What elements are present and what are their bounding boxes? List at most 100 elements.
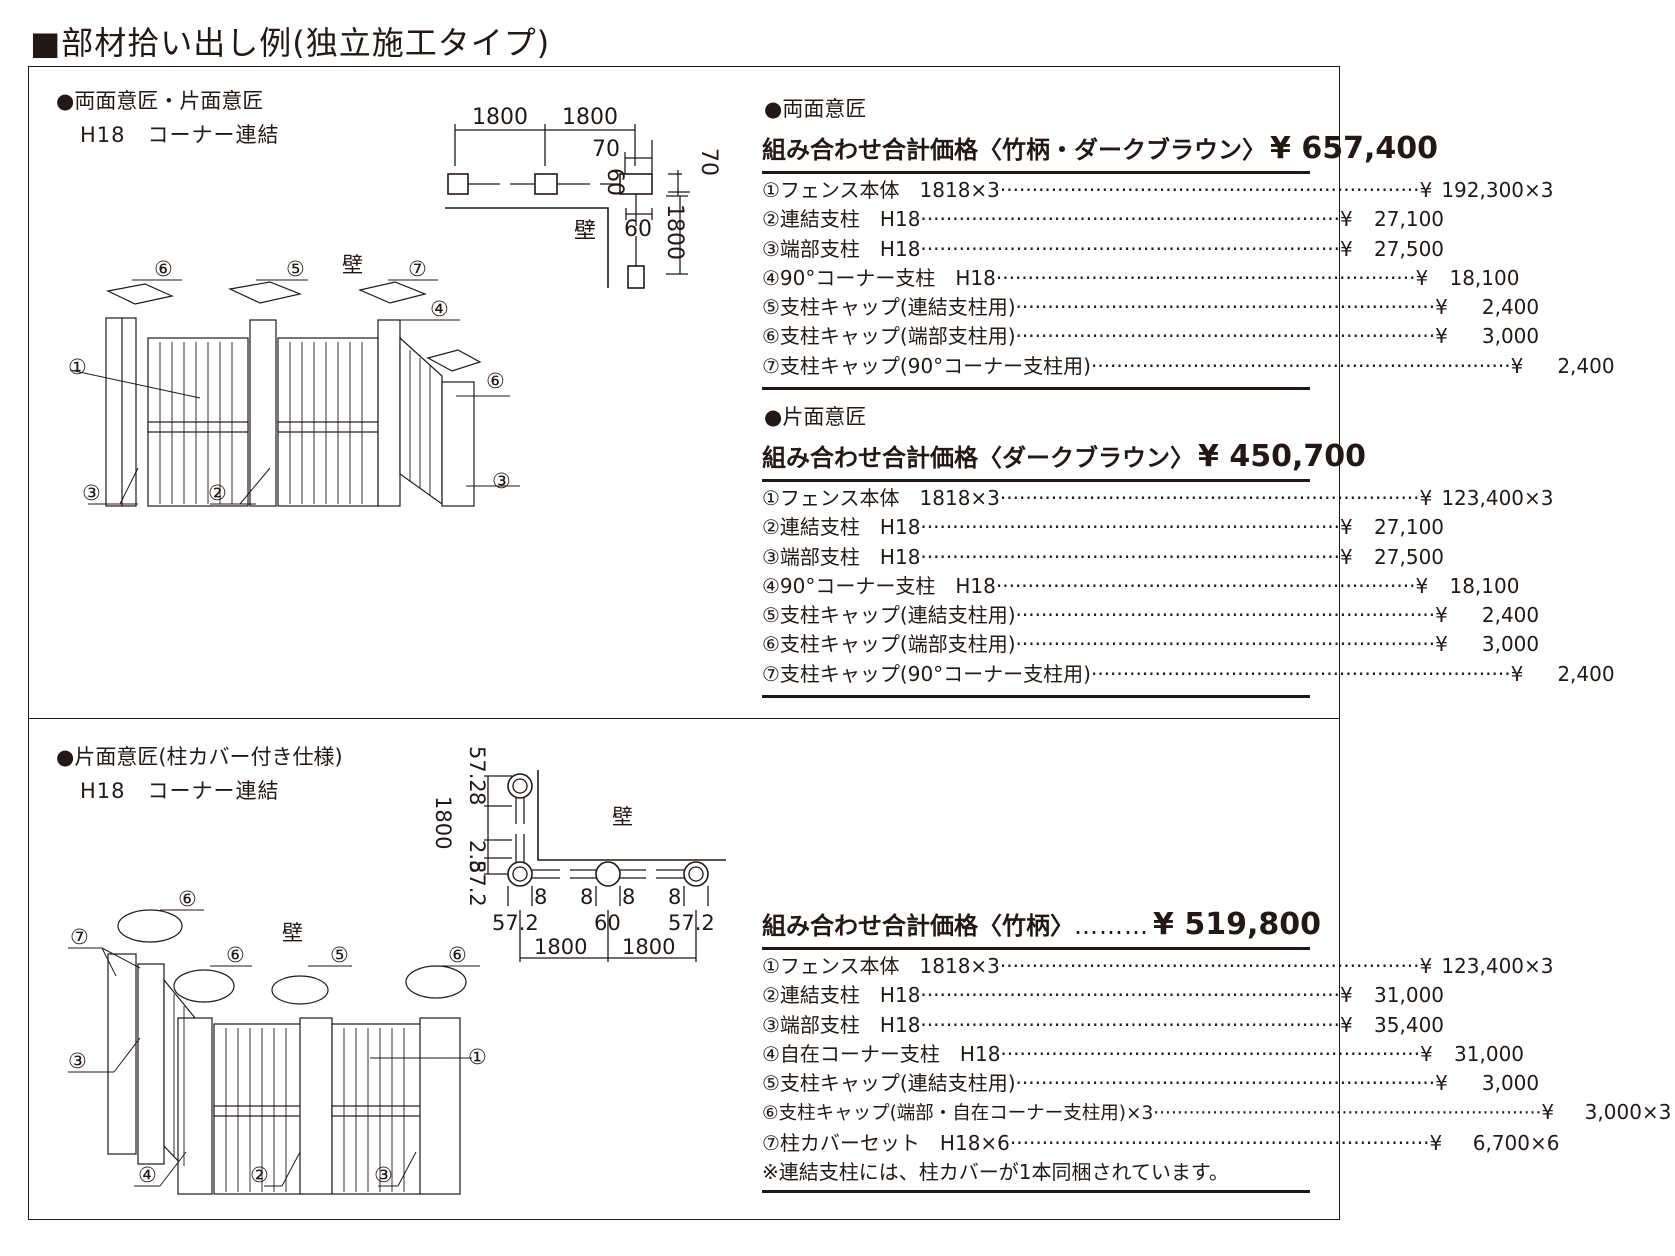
- illust1-callout-5: ⑤: [286, 257, 305, 281]
- plan2-wall-label: 壁: [612, 805, 633, 829]
- illust2-callout-5: ⑤: [330, 943, 349, 967]
- section1-subheading: H18 コーナー連結: [80, 123, 280, 147]
- cover-item-name: ③端部支柱 H18: [762, 1012, 921, 1037]
- cover-item-yen: ¥: [1541, 1100, 1555, 1125]
- illust2-callout-1: ①: [468, 1045, 487, 1069]
- single-item-name: ④90°コーナー支柱 H18: [762, 573, 996, 598]
- cover-item-name: ①フェンス本体 1818×3: [762, 954, 1000, 978]
- single-item-name: ⑦支柱キャップ(90°コーナー支柱用): [762, 661, 1091, 686]
- cover-item-row: ⑤支柱キャップ(連結支柱用)··························…: [762, 1069, 1539, 1098]
- plan2-v-28: 2.8: [465, 840, 489, 873]
- single-item-row: ④90°コーナー支柱 H18··························…: [762, 572, 1519, 601]
- double-item-name: ④90°コーナー支柱 H18: [762, 265, 996, 290]
- single-item-price: 123,400×3: [1441, 486, 1554, 510]
- cover-item-price: 3,000×3: [1584, 1100, 1672, 1125]
- cover-item-name: ②連結支柱 H18: [762, 983, 921, 1008]
- illust2-callout-3b: ③: [374, 1163, 393, 1187]
- double-item-yen: ¥: [1415, 265, 1429, 290]
- plan1-dim-70-top: 70: [592, 137, 620, 162]
- double-item-name: ①フェンス本体 1818×3: [762, 178, 1000, 202]
- single-item-yen: ¥: [1340, 544, 1353, 569]
- content-frame: [28, 66, 1340, 1220]
- illust1-wall-label: 壁: [342, 253, 363, 277]
- double-item-name: ③端部支柱 H18: [762, 236, 921, 261]
- section-divider: [28, 718, 1340, 719]
- single-item-price: 27,500: [1374, 544, 1445, 569]
- cover-item-name: ⑤支柱キャップ(連結支柱用): [762, 1071, 1016, 1096]
- single-item-price: 18,100: [1449, 573, 1520, 598]
- illust2-callout-6b: ⑥: [226, 943, 245, 967]
- plan1-dim-60-a: 60: [602, 168, 627, 196]
- illust2-callout-3a: ③: [68, 1049, 87, 1073]
- double-item-yen: ¥: [1510, 353, 1524, 378]
- single-item-yen: ¥: [1415, 573, 1429, 598]
- double-combo-label: 組み合わせ合計価格〈竹柄・ダークブラウン〉: [762, 136, 1266, 164]
- illust2-callout-6a: ⑥: [178, 887, 197, 911]
- double-item-yen: ¥: [1435, 324, 1448, 349]
- cover-combo-dots: ………: [1074, 912, 1149, 940]
- illust2-wall-label: 壁: [282, 921, 303, 945]
- double-item-yen: ¥: [1435, 295, 1448, 320]
- illust2-callout-2: ②: [250, 1163, 269, 1187]
- illust2-callout-4: ④: [138, 1163, 157, 1187]
- pillar-cover-pricebox: 組み合わせ合計価格〈竹柄〉 ……… ¥ 519,800 ①フェンス本体 1818…: [762, 908, 1671, 1194]
- double-item-name: ⑤支柱キャップ(連結支柱用): [762, 295, 1016, 320]
- cover-item-yen: ¥: [1420, 1041, 1433, 1066]
- double-item-row: ⑦支柱キャップ(90°コーナー支柱用)·····················…: [762, 352, 1615, 381]
- plan2-h-60: 60: [594, 911, 621, 935]
- single-design-heading: ●片面意匠: [764, 405, 867, 429]
- single-item-row: ①フェンス本体 1818×3··························…: [762, 484, 1554, 513]
- single-combo-price: ¥ 450,700: [1198, 439, 1366, 474]
- double-design-heading: ●両面意匠: [764, 97, 867, 121]
- double-item-yen: ¥: [1340, 207, 1353, 232]
- double-item-price: 192,300×3: [1441, 178, 1554, 202]
- plan2-v-572-top: 57.2: [465, 746, 489, 793]
- double-design-pricebox: 組み合わせ合計価格〈竹柄・ダークブラウン〉 …… ¥ 657,400 ①フェンス…: [762, 132, 1615, 391]
- cover-item-row: ②連結支柱 H18·······························…: [762, 981, 1444, 1010]
- single-item-row: ②連結支柱 H18·······························…: [762, 513, 1444, 542]
- double-item-row: ⑥支柱キャップ(端部支柱用)··························…: [762, 322, 1539, 351]
- section1-heading: ●両面意匠・片面意匠: [56, 89, 264, 113]
- cover-item-name: ⑦柱カバーセット H18×6: [762, 1130, 1010, 1155]
- single-item-row: ⑦支柱キャップ(90°コーナー支柱用)·····················…: [762, 660, 1615, 689]
- plan2-v-572-bot: 57.2: [465, 860, 489, 907]
- illust1-callout-2: ②: [208, 481, 227, 505]
- single-combo-label: 組み合わせ合計価格〈ダークブラウン〉: [762, 444, 1194, 472]
- plan2-h-572-b: 57.2: [668, 911, 715, 935]
- single-item-price: 2,400: [1481, 603, 1540, 628]
- double-item-price: 2,400: [1557, 353, 1615, 378]
- plan2-h-8-a: 8: [534, 885, 547, 909]
- cover-item-yen: ¥: [1340, 1012, 1353, 1037]
- section2-fence-illustration: ⑥ ⑦ 壁 ⑥ ⑤ ⑥ ③ ① ④ ② ③: [68, 887, 487, 1195]
- plan2-h-1800-b: 1800: [622, 935, 675, 959]
- illust2-callout-6c: ⑥: [448, 943, 467, 967]
- double-item-row: ⑤支柱キャップ(連結支柱用)··························…: [762, 293, 1539, 322]
- double-item-name: ⑥支柱キャップ(端部支柱用): [762, 324, 1016, 349]
- cover-item-price: 6,700×6: [1472, 1130, 1560, 1155]
- illust1-callout-7: ⑦: [408, 257, 427, 281]
- cover-combo-price: ¥ 519,800: [1153, 907, 1321, 942]
- cover-item-row: ⑦柱カバーセット H18×6··························…: [762, 1129, 1560, 1158]
- cover-item-price: 31,000: [1454, 1041, 1525, 1066]
- cover-item-price: 35,400: [1374, 1012, 1445, 1037]
- cover-item-yen: ¥: [1435, 1071, 1448, 1096]
- cover-item-yen: ¥: [1419, 954, 1433, 978]
- plan1-wall-label: 壁: [574, 219, 596, 244]
- double-item-price: 27,500: [1374, 236, 1445, 261]
- single-item-price: 3,000: [1481, 632, 1540, 657]
- single-item-yen: ¥: [1419, 486, 1433, 510]
- illust1-callout-4: ④: [430, 297, 449, 321]
- plan2-h-8-c: 8: [622, 885, 635, 909]
- plan2-h-8-b: 8: [580, 885, 593, 909]
- plan2-h-1800-a: 1800: [534, 935, 587, 959]
- single-item-row: ⑥支柱キャップ(端部支柱用)··························…: [762, 630, 1539, 659]
- double-item-row: ④90°コーナー支柱 H18··························…: [762, 264, 1519, 293]
- single-item-row: ⑤支柱キャップ(連結支柱用)··························…: [762, 601, 1539, 630]
- single-item-row: ③端部支柱 H18·······························…: [762, 543, 1444, 572]
- double-item-yen: ¥: [1340, 236, 1353, 261]
- plan1-dim-1800-b: 1800: [562, 105, 618, 130]
- section1-fence-illustration: ⑥ ⑤ 壁 ⑦ ④ ⑥ ① ③ ② ③: [68, 253, 520, 507]
- single-item-yen: ¥: [1435, 632, 1448, 657]
- cover-item-price: 3,000: [1481, 1071, 1540, 1096]
- single-item-yen: ¥: [1510, 661, 1524, 686]
